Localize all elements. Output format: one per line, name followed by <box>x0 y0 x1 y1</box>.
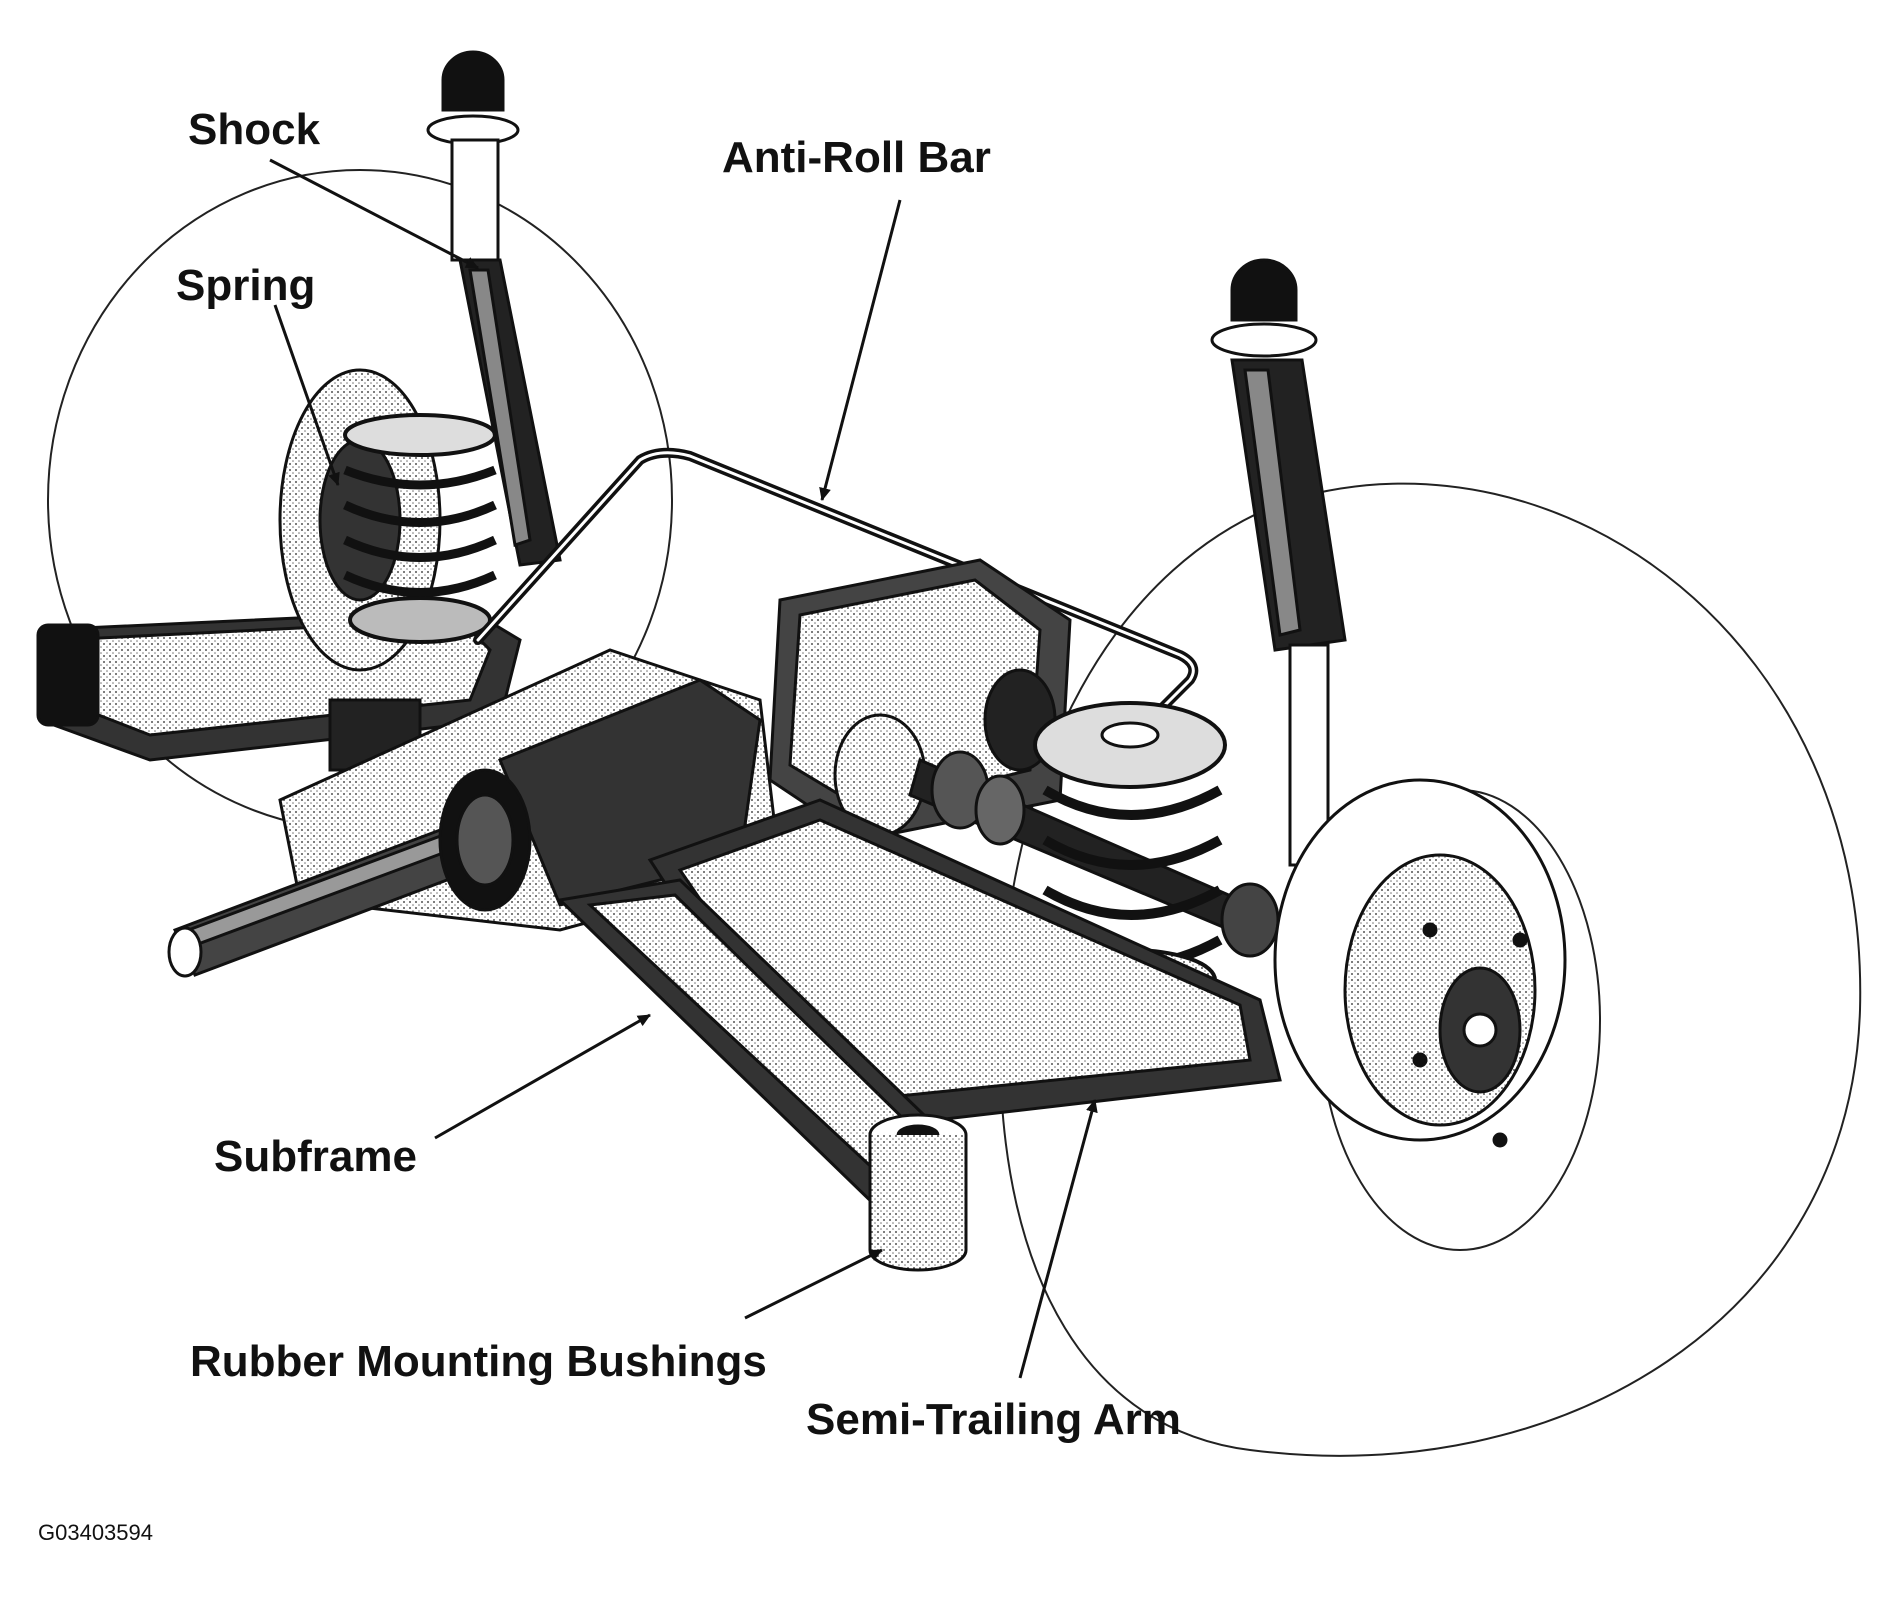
right-wheel-outline <box>998 482 1862 1457</box>
label-shock: Shock <box>188 105 321 154</box>
arrow-spring <box>273 304 340 486</box>
label-spring: Spring <box>176 261 316 310</box>
axle-tube <box>167 768 532 978</box>
arrow-anti-roll-bar <box>819 199 902 501</box>
label-anti-roll-bar: Anti-Roll Bar <box>722 133 991 182</box>
leader-arrows <box>269 158 1098 1379</box>
figure-id: G03403594 <box>38 1520 153 1545</box>
anti-roll-bar-inner <box>476 451 1195 722</box>
arrow-bushings <box>744 1248 883 1320</box>
right-half-shaft <box>833 713 1280 958</box>
label-rubber-mounting-bushings: Rubber Mounting Bushings <box>190 1337 767 1386</box>
right-wheel-hub <box>1273 778 1567 1148</box>
right-shock-absorber <box>1210 258 1347 867</box>
label-subframe: Subframe <box>214 1132 417 1181</box>
left-shock-absorber <box>426 50 562 567</box>
label-semi-trailing-arm: Semi-Trailing Arm <box>806 1395 1181 1444</box>
arrow-subframe <box>434 1013 651 1140</box>
arrow-shock <box>269 158 479 270</box>
arrow-semi-trailing-arm <box>1018 1099 1098 1379</box>
rubber-mounting-bushing <box>868 1113 968 1272</box>
